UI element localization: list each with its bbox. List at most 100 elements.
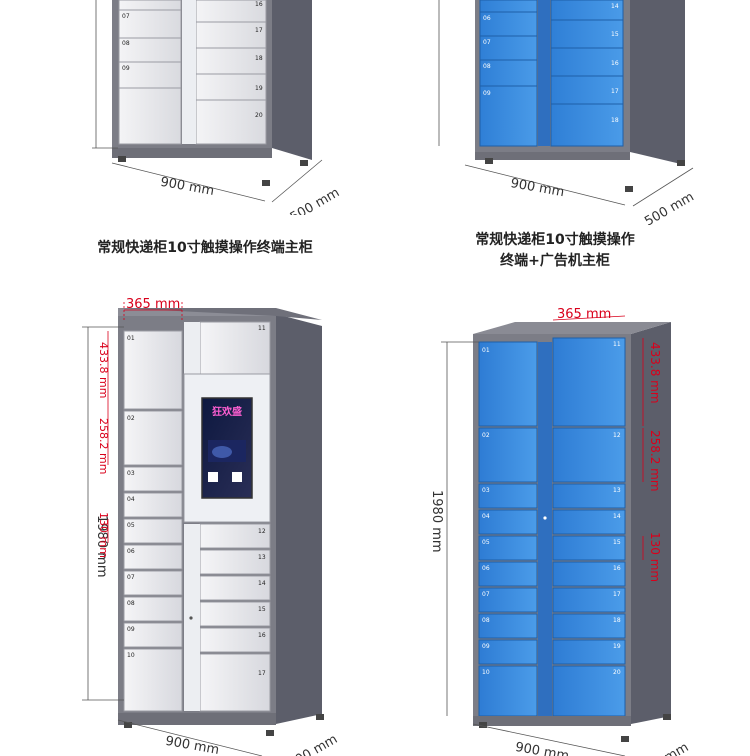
locker-door[interactable] <box>195 21 267 49</box>
door-number: 10 <box>127 652 135 659</box>
door-number: 06 <box>482 565 490 572</box>
locker-door[interactable] <box>479 59 538 87</box>
cabinet-side <box>272 0 312 160</box>
locker-door[interactable] <box>123 466 183 492</box>
locker-door[interactable] <box>479 11 538 37</box>
locker-door[interactable] <box>199 575 271 601</box>
door-number: 09 <box>483 90 491 97</box>
door-height-small: 130 mm <box>97 512 110 558</box>
locker-door[interactable] <box>552 587 626 613</box>
locker-door[interactable] <box>552 337 626 427</box>
door-number: 18 <box>611 117 619 124</box>
door-number: 05 <box>127 522 135 529</box>
locker-door[interactable] <box>552 613 626 639</box>
door-number: 13 <box>613 487 621 494</box>
locker-door[interactable] <box>199 653 271 712</box>
door-number: 02 <box>127 415 135 422</box>
locker-door[interactable] <box>552 639 626 665</box>
locker-door[interactable] <box>118 87 182 145</box>
locker-door[interactable] <box>552 665 626 717</box>
locker-blue-main: 01 02 03 04 05 06 07 08 09 10 11 12 13 1… <box>429 307 692 756</box>
door-number: 16 <box>611 60 619 67</box>
door-number: 17 <box>613 591 621 598</box>
door-number: 07 <box>127 574 135 581</box>
left-door-column <box>123 330 183 712</box>
locker-door[interactable] <box>478 561 538 587</box>
locker-door[interactable] <box>478 341 538 427</box>
door-number: 13 <box>258 554 266 561</box>
door-number: 08 <box>483 63 491 70</box>
locker-door[interactable] <box>123 410 183 466</box>
locker-door[interactable] <box>478 535 538 561</box>
cabinet-base <box>112 148 272 158</box>
locker-door[interactable] <box>123 570 183 596</box>
locker-door[interactable] <box>478 665 538 717</box>
locker-door[interactable] <box>478 483 538 509</box>
locker-door[interactable] <box>550 103 624 147</box>
door-number: 16 <box>258 632 266 639</box>
door-number: 02 <box>482 432 490 439</box>
door-number: 20 <box>255 112 263 119</box>
screen-title: 狂欢盛 <box>212 405 242 418</box>
locker-door[interactable] <box>478 427 538 483</box>
door-number: 07 <box>122 13 130 20</box>
locker-door[interactable] <box>199 601 271 627</box>
locker-door[interactable] <box>478 613 538 639</box>
locker-door[interactable] <box>550 75 624 105</box>
locker-door[interactable] <box>552 535 626 561</box>
door-number: 15 <box>613 539 621 546</box>
door-number: 06 <box>127 548 135 555</box>
caption-line: 常规快递柜10寸触摸操作 <box>475 232 635 248</box>
locker-door[interactable] <box>123 648 183 712</box>
door-number: 16 <box>613 565 621 572</box>
door-number: 18 <box>613 617 621 624</box>
locker-door[interactable] <box>199 321 271 375</box>
locker-door[interactable] <box>195 99 267 145</box>
door-number: 19 <box>613 643 621 650</box>
door-number: 09 <box>122 65 130 72</box>
locker-door[interactable] <box>550 47 624 77</box>
locker-door[interactable] <box>478 509 538 535</box>
locker-door[interactable] <box>123 622 183 648</box>
locker-door[interactable] <box>479 35 538 61</box>
locker-door[interactable] <box>123 330 183 410</box>
door-number: 07 <box>483 39 491 46</box>
door-number: 17 <box>255 27 263 34</box>
product-caption: 常规快递柜10寸触摸操作终端主柜 <box>97 240 313 256</box>
locker-door[interactable] <box>118 61 182 89</box>
locker-door[interactable] <box>118 9 182 39</box>
locker-door[interactable] <box>123 518 183 544</box>
locker-door[interactable] <box>552 483 626 509</box>
locker-door[interactable] <box>123 544 183 570</box>
door-number: 09 <box>127 626 135 633</box>
width-dimension: 900 mm <box>509 176 565 200</box>
left-door-column <box>478 341 538 717</box>
locker-door[interactable] <box>199 627 271 653</box>
right-door-column <box>552 337 626 717</box>
door-number: 06 <box>483 15 491 22</box>
door-number: 10 <box>482 669 490 676</box>
height-dimension: 1980 mm <box>94 515 109 578</box>
locker-door[interactable] <box>552 561 626 587</box>
locker-door[interactable] <box>478 587 538 613</box>
caption-line: 终端+广告机主柜 <box>500 253 610 269</box>
locker-door[interactable] <box>123 492 183 518</box>
door-number: 04 <box>127 496 135 503</box>
door-number: 09 <box>482 643 490 650</box>
door-number: 08 <box>482 617 490 624</box>
door-number: 17 <box>258 670 266 677</box>
locker-door[interactable] <box>123 596 183 622</box>
locker-door[interactable] <box>552 427 626 483</box>
locker-door[interactable] <box>552 509 626 535</box>
lock-icon <box>189 616 193 620</box>
locker-door[interactable] <box>199 549 271 575</box>
locker-door[interactable] <box>478 639 538 665</box>
door-number: 17 <box>611 88 619 95</box>
locker-door[interactable] <box>479 85 538 147</box>
depth-dimension: 500 mm <box>637 740 692 756</box>
locker-door[interactable] <box>118 37 182 63</box>
door-height-small: 130 mm <box>648 532 662 582</box>
door-number: 14 <box>611 3 619 10</box>
product-caption: 常规快递柜10寸触摸操作 终端+广告机主柜 <box>400 230 710 272</box>
door-number: 15 <box>258 606 266 613</box>
